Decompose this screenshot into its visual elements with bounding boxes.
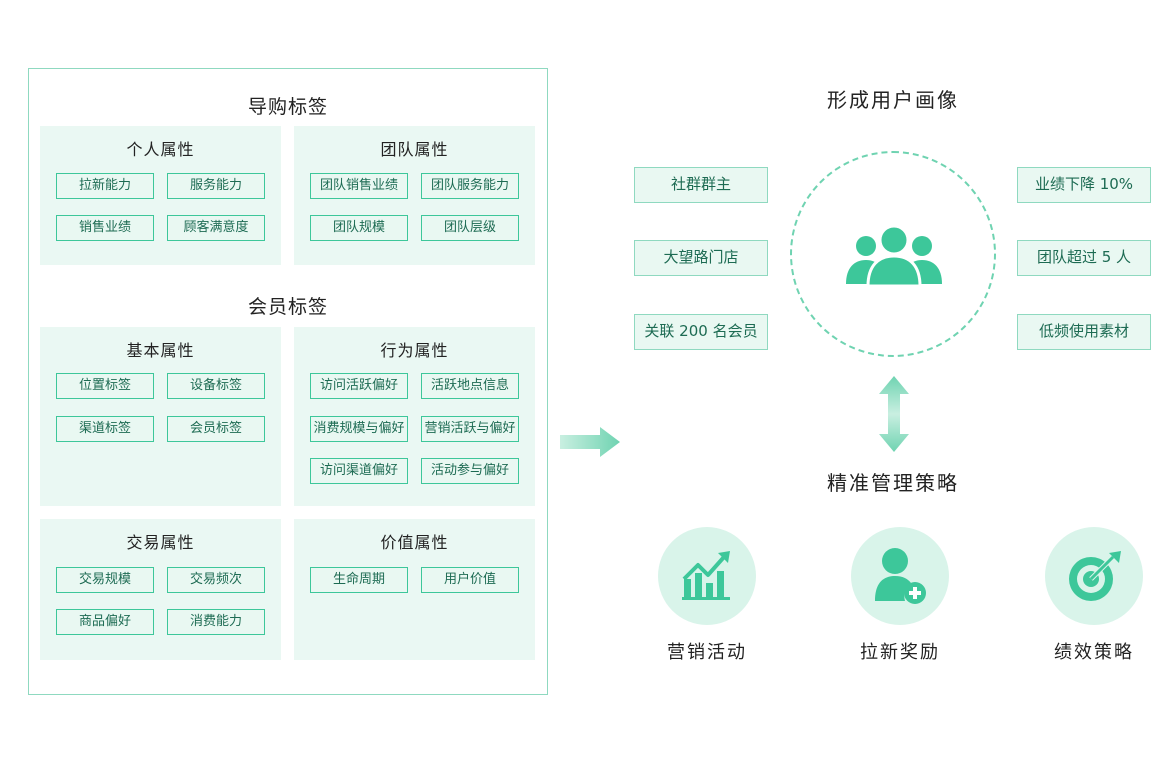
tag[interactable]: 销售业绩 — [56, 215, 154, 241]
portrait-item: 团队超过 5 人 — [1017, 240, 1151, 276]
tag[interactable]: 商品偏好 — [56, 609, 154, 635]
tag[interactable]: 活动参与偏好 — [421, 458, 519, 484]
group-behavior: 行为属性 访问活跃偏好 活跃地点信息 消费规模与偏好 营销活跃与偏好 访问渠道偏… — [294, 327, 535, 506]
strategy-label: 绩效策略 — [1054, 642, 1134, 663]
tag[interactable]: 访问活跃偏好 — [310, 373, 408, 399]
group-title: 团队属性 — [380, 140, 449, 159]
group-transaction: 交易属性 交易规模 交易频次 商品偏好 消费能力 — [40, 519, 281, 660]
group-personal: 个人属性 拉新能力 服务能力 销售业绩 顾客满意度 — [40, 126, 281, 265]
portrait-item: 社群群主 — [634, 167, 768, 203]
add-user-icon — [875, 548, 926, 604]
group-value: 价值属性 生命周期 用户价值 — [294, 519, 535, 660]
tag[interactable]: 设备标签 — [167, 373, 265, 399]
tag[interactable]: 服务能力 — [167, 173, 265, 199]
group-title: 价值属性 — [380, 533, 449, 552]
portrait-item: 关联 200 名会员 — [634, 314, 768, 350]
tag-panel — [28, 68, 548, 695]
strategy-label: 拉新奖励 — [860, 642, 940, 663]
user-group-icon — [846, 224, 942, 286]
recruit-icon-circle[interactable] — [851, 527, 949, 625]
portrait-item: 业绩下降 10% — [1017, 167, 1151, 203]
strategy-label: 营销活动 — [667, 642, 747, 663]
portrait-item: 大望路门店 — [634, 240, 768, 276]
tag[interactable]: 活跃地点信息 — [421, 373, 519, 399]
chart-up-icon — [682, 551, 730, 600]
tag[interactable]: 团队规模 — [310, 215, 408, 241]
portrait-title: 形成用户画像 — [827, 88, 959, 112]
right-arrow-icon — [560, 427, 620, 457]
tag[interactable]: 团队层级 — [421, 215, 519, 241]
tag[interactable]: 团队服务能力 — [421, 173, 519, 199]
tag[interactable]: 生命周期 — [310, 567, 408, 593]
target-icon — [1069, 551, 1121, 601]
tag[interactable]: 位置标签 — [56, 373, 154, 399]
group-basic: 基本属性 位置标签 设备标签 渠道标签 会员标签 — [40, 327, 281, 506]
tag[interactable]: 交易规模 — [56, 567, 154, 593]
performance-icon-circle[interactable] — [1045, 527, 1143, 625]
group-title: 行为属性 — [380, 341, 449, 360]
marketing-icon-circle[interactable] — [658, 527, 756, 625]
tag[interactable]: 团队销售业绩 — [310, 173, 408, 199]
portrait-item: 低频使用素材 — [1017, 314, 1151, 350]
group-title: 交易属性 — [126, 533, 195, 552]
portrait-circle — [790, 151, 996, 357]
tag[interactable]: 用户价值 — [421, 567, 519, 593]
strategy-title: 精准管理策略 — [827, 471, 959, 495]
tag[interactable]: 访问渠道偏好 — [310, 458, 408, 484]
member-tags-title: 会员标签 — [247, 296, 328, 318]
group-title: 个人属性 — [126, 140, 195, 159]
tag[interactable]: 会员标签 — [167, 416, 265, 442]
tag[interactable]: 营销活跃与偏好 — [421, 416, 519, 442]
double-arrow-icon — [879, 376, 909, 452]
tag[interactable]: 顾客满意度 — [167, 215, 265, 241]
tag[interactable]: 消费能力 — [167, 609, 265, 635]
tag[interactable]: 拉新能力 — [56, 173, 154, 199]
group-title: 基本属性 — [126, 341, 195, 360]
tag[interactable]: 交易频次 — [167, 567, 265, 593]
tag[interactable]: 消费规模与偏好 — [310, 416, 408, 442]
tag[interactable]: 渠道标签 — [56, 416, 154, 442]
group-team: 团队属性 团队销售业绩 团队服务能力 团队规模 团队层级 — [294, 126, 535, 265]
guide-tags-title: 导购标签 — [247, 96, 328, 118]
